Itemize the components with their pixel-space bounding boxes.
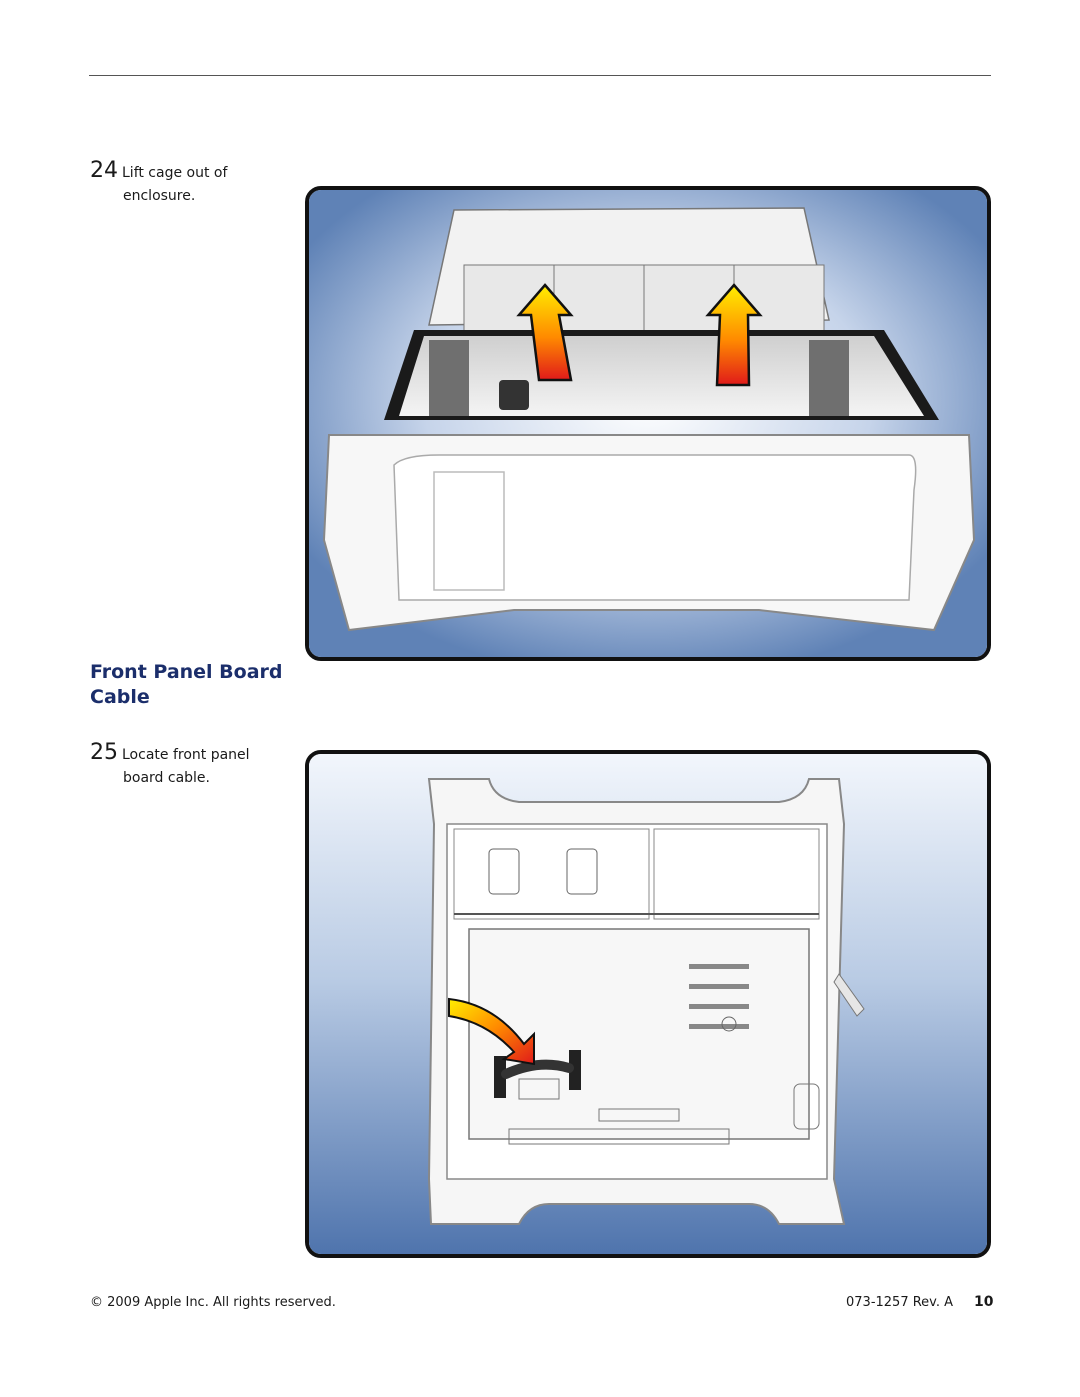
page-number: 10 <box>974 1294 994 1310</box>
step-number: 24 <box>90 158 118 183</box>
step-text: Lift cage out of <box>122 165 228 181</box>
step-number: 25 <box>90 740 118 765</box>
document-id: 073-1257 Rev. A <box>846 1295 954 1310</box>
top-rule <box>89 75 991 76</box>
lift-cage-illustration <box>305 186 991 661</box>
step-text-continued: board cable. <box>123 770 210 786</box>
section-title: Front Panel Board Cable <box>90 661 283 708</box>
copyright: © 2009 Apple Inc. All rights reserved. <box>90 1295 336 1310</box>
front-panel-cable-illustration <box>305 750 991 1258</box>
step-text: Locate front panel <box>122 747 250 763</box>
step-text-continued: enclosure. <box>123 188 196 204</box>
